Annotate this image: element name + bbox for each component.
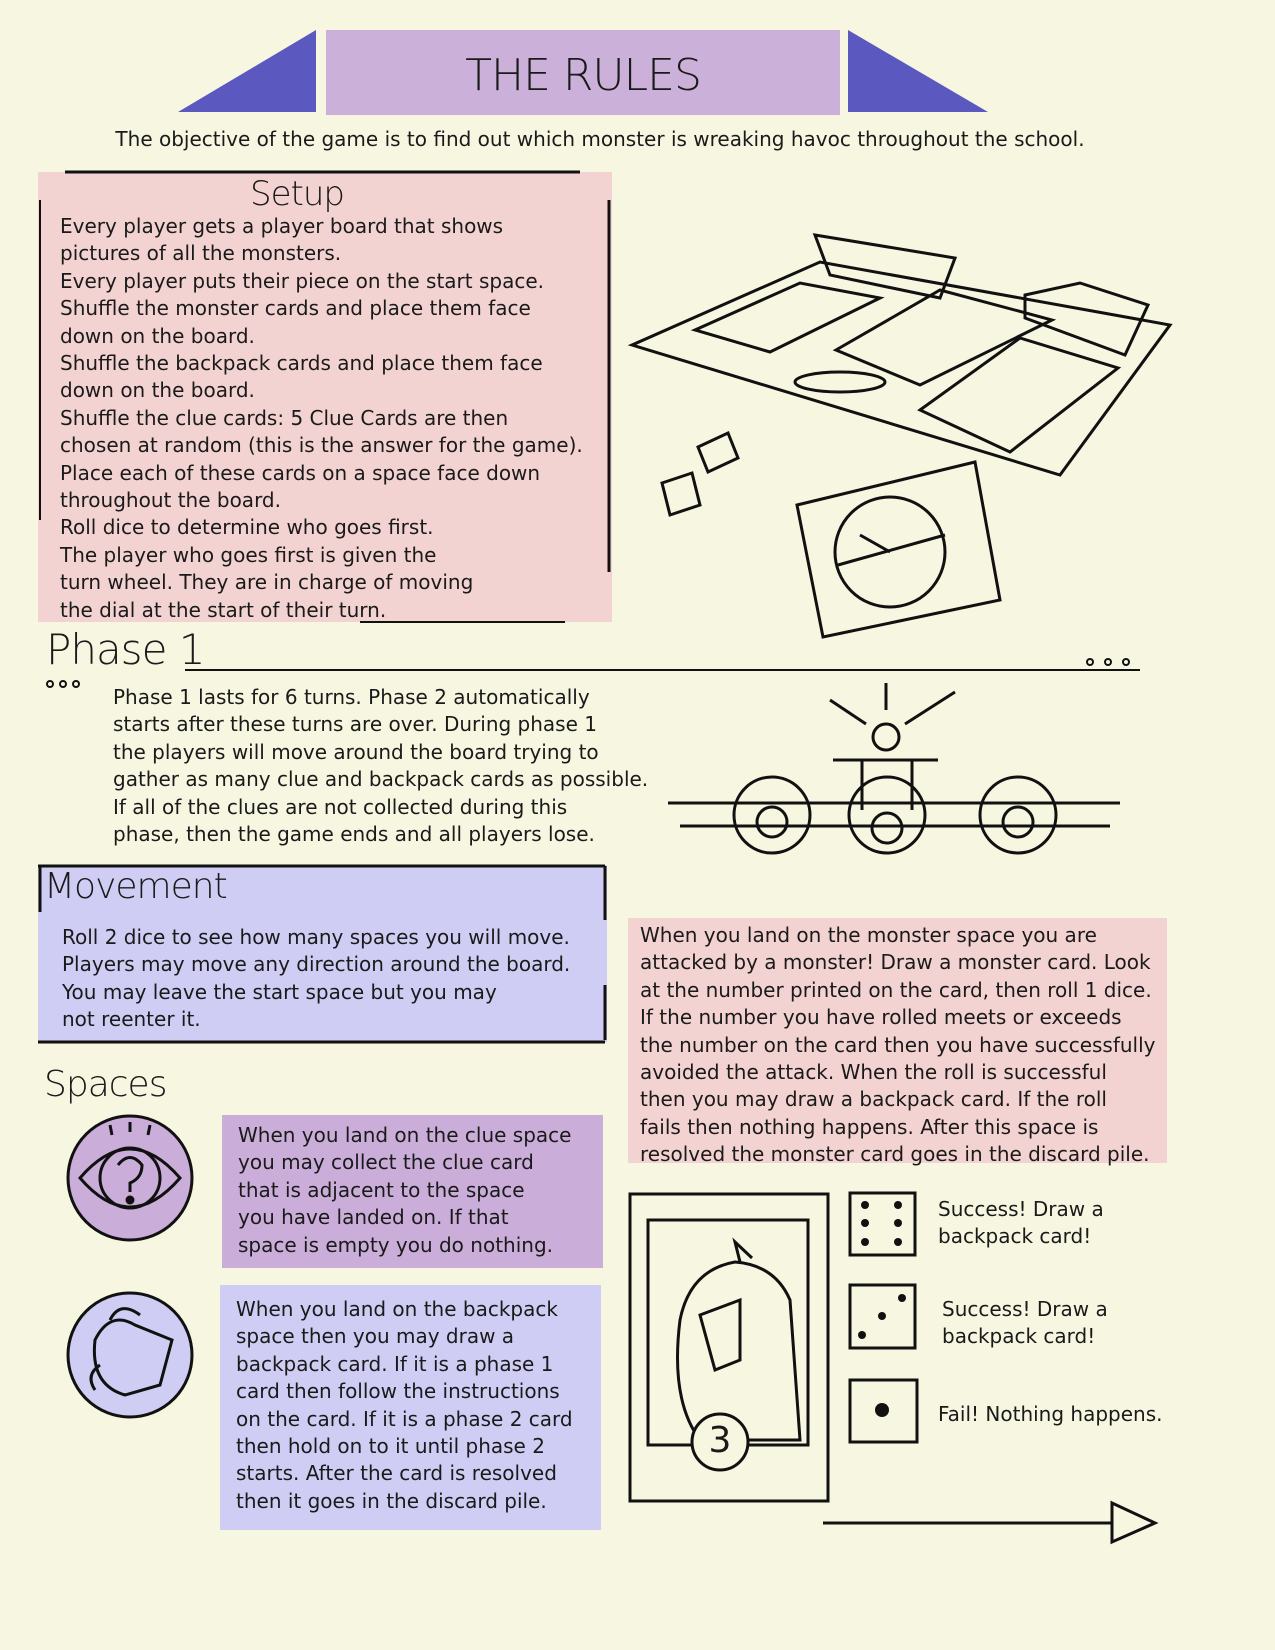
movement-box	[38, 865, 607, 1042]
die-one-icon	[848, 1378, 919, 1444]
left-banner-triangle	[178, 30, 988, 112]
player-on-monster-space-illustration	[668, 683, 1120, 855]
die-six-icon	[848, 1191, 917, 1257]
monster-card-illustration	[628, 1192, 830, 1503]
title-banner	[326, 30, 840, 115]
phase1-text: Phase 1 lasts for 6 turns. Phase 2 autom…	[113, 685, 649, 847]
setup-text: Every player gets a player board that sh…	[60, 214, 583, 622]
backpack-space-box	[220, 1285, 601, 1530]
backpack-space-text: When you land on the backpack space then…	[236, 1297, 573, 1513]
phase1-title: Phase 1	[46, 625, 205, 674]
game-board-illustration	[627, 233, 1173, 639]
setup-title: Setup	[250, 174, 345, 214]
page-title: THE RULES	[465, 50, 702, 101]
movement-title: Movement	[44, 866, 228, 907]
movement-box-lines	[38, 864, 607, 1044]
clue-space-eye-icon	[66, 1114, 194, 1242]
setup-box-lines	[39, 170, 611, 623]
clue-space-text: When you land on the clue space you may …	[238, 1123, 572, 1257]
clue-space-box	[222, 1115, 603, 1268]
next-page-arrow-icon	[823, 1500, 1159, 1545]
backpack-space-icon	[66, 1291, 194, 1419]
objective-text: The objective of the game is to find out…	[115, 127, 1085, 151]
setup-box	[38, 172, 612, 622]
outcome-three-text: Success! Draw a backpack card!	[942, 1297, 1108, 1349]
spaces-title: Spaces	[44, 1064, 167, 1105]
outcome-six-text: Success! Draw a backpack card!	[938, 1197, 1104, 1249]
monster-space-text: When you land on the monster space you a…	[640, 923, 1156, 1167]
outcome-one-text: Fail! Nothing happens.	[938, 1402, 1163, 1426]
monster-card-number: 3	[708, 1420, 732, 1461]
die-three-icon	[848, 1283, 917, 1350]
phase1-divider	[46, 658, 1140, 688]
movement-text: Roll 2 dice to see how many spaces you w…	[62, 925, 571, 1032]
monster-space-box	[628, 918, 1167, 1163]
